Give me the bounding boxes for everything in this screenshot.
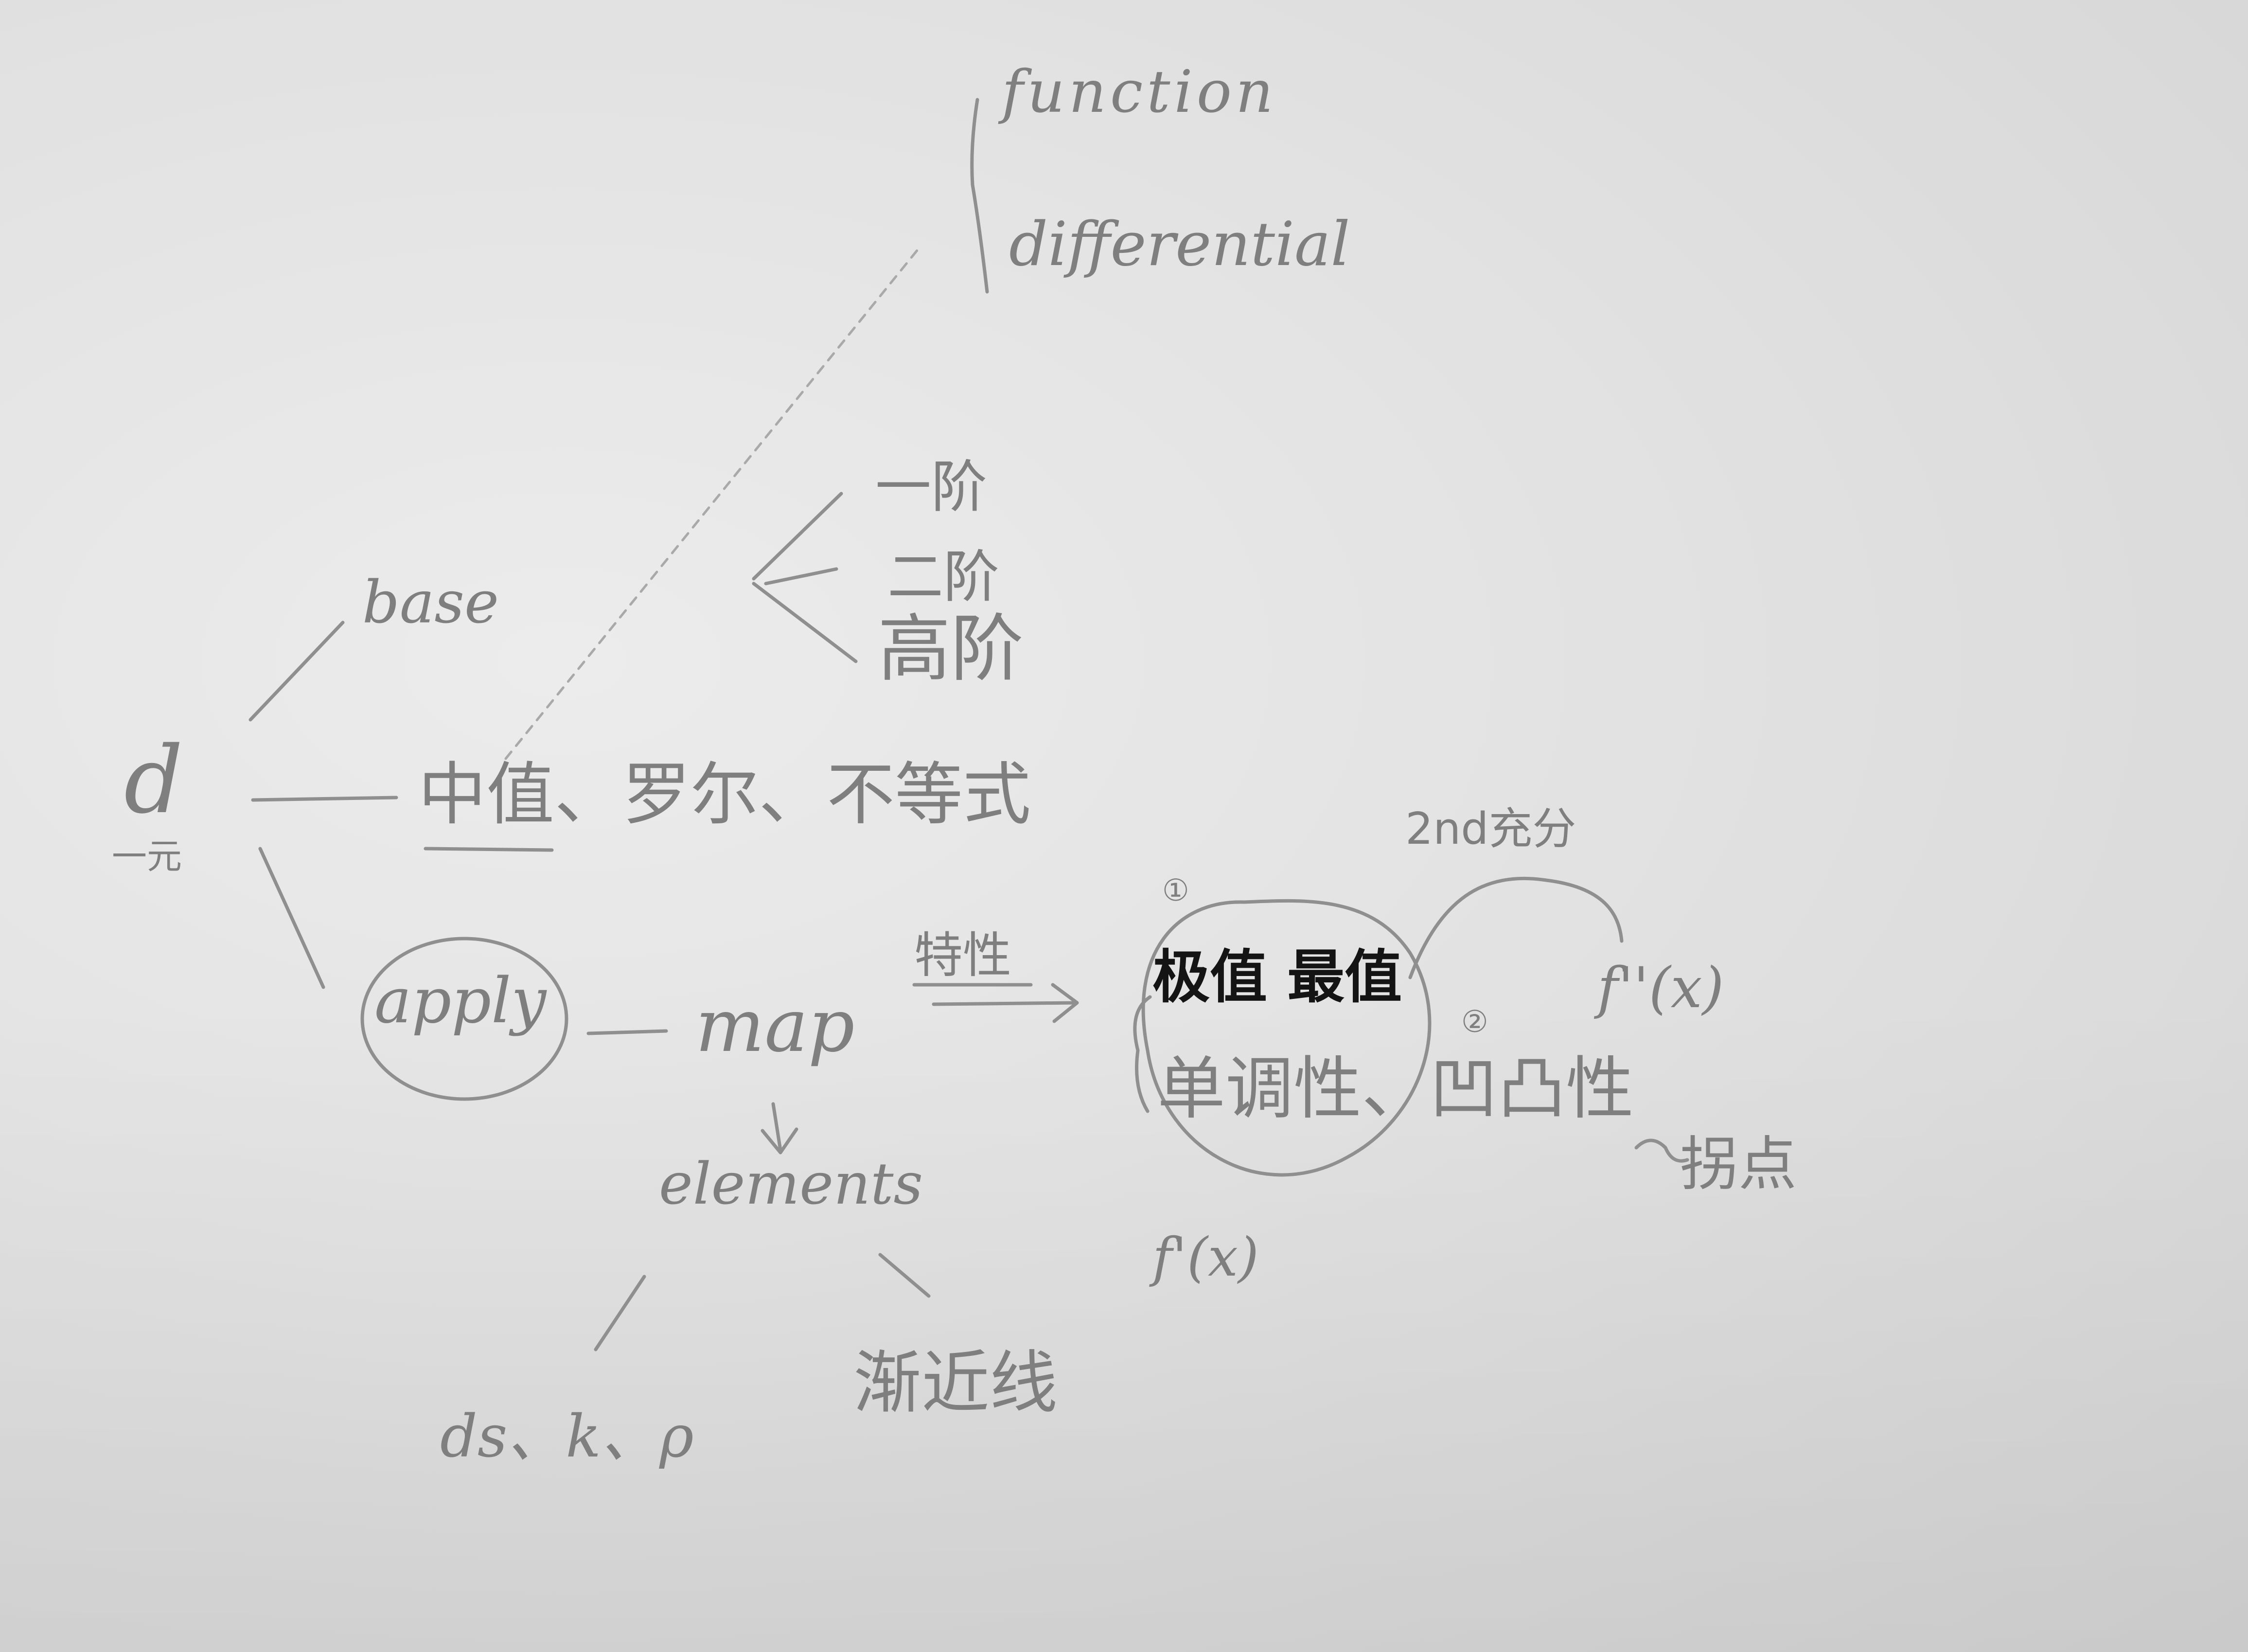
connector-apply-map [586,1029,668,1035]
node-map: map [695,984,855,1068]
node-property: 特性 [914,927,1011,984]
connector-inflection [1634,1138,1689,1163]
arrow-map-elements [761,1102,798,1155]
bracket-properties [1133,995,1152,1113]
connector-root-base [248,621,345,722]
node-function: function [1002,58,1277,126]
node-elements: elements [659,1150,923,1217]
arrow-property [932,983,1079,1023]
node-f-prime: f'(x) [1152,1226,1259,1288]
connector-root-theorems [251,796,398,802]
connector-root-apply [258,847,325,989]
node-differential: differential [1009,209,1350,280]
connector-base-function [504,247,920,760]
node-root: d [124,727,183,834]
loop-properties [1141,899,1432,1177]
node-apply: apply [374,965,547,1037]
arc-second-sufficient [1408,876,1624,979]
label-circle-1: ① [1162,872,1189,908]
apply-circle [360,937,568,1101]
connector-fan-order-high [752,582,858,663]
node-order-2: 二阶 [887,545,1000,610]
label-circle-2: ② [1461,1004,1488,1039]
connector-fan-order-1 [752,492,843,581]
node-monotonic-concavity: 单调性、凹凸性 [1157,1049,1634,1129]
connector-elements-asymptote [878,1253,931,1298]
node-asymptote: 渐近线 [853,1344,1058,1423]
node-base: base [362,569,499,637]
connector-elements-dskp [594,1275,646,1351]
underline-mean-value [424,847,554,852]
node-second-sufficient: 2nd充分 [1405,803,1576,854]
node-extremum: 极值 最值 [1152,943,1402,1011]
connector-fan-order-2 [764,567,838,586]
node-inflection: 拐点 [1680,1131,1797,1198]
bracket-function-differential [970,98,989,294]
node-order-1: 一阶 [875,455,988,520]
node-root-sub: 一元 [112,836,182,877]
node-f-double-prime: f''(x) [1597,956,1724,1021]
node-theorems: 中值、罗尔、不等式 [418,755,1031,835]
node-order-high: 高阶 [878,607,1024,692]
node-ds-k-p: ds、k、ρ [440,1403,694,1471]
